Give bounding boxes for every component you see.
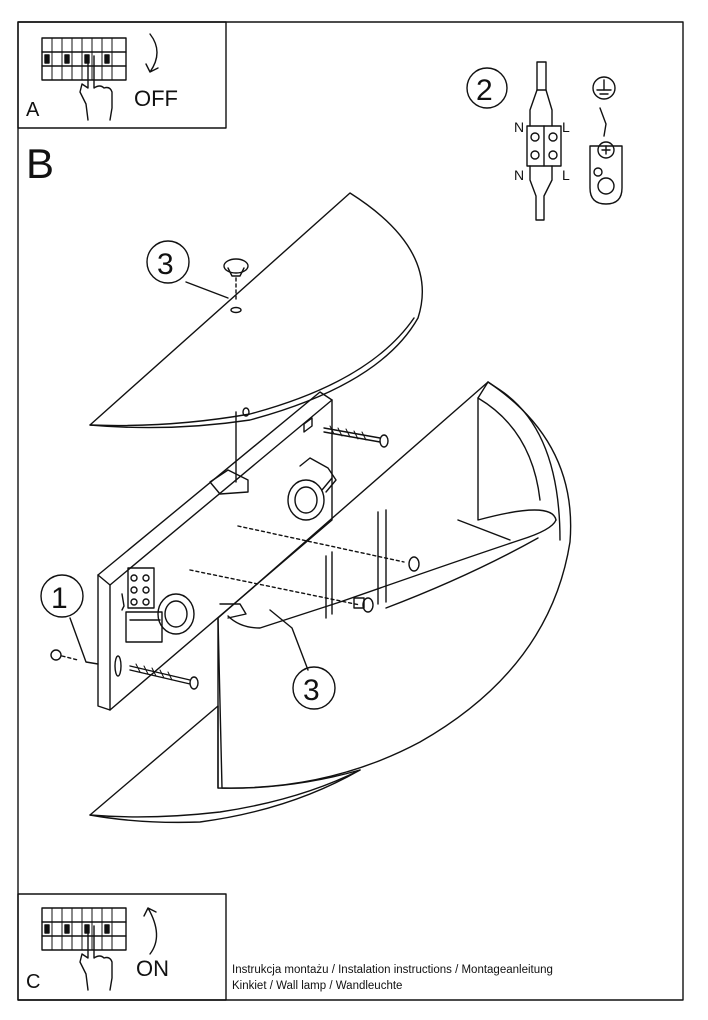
step-2-number: 2 xyxy=(476,74,493,107)
label-neutral-top: N xyxy=(514,119,524,135)
panel-a-letter: A xyxy=(26,99,40,121)
footer-caption: Instrukcja montażu / Instalation instruc… xyxy=(232,962,553,994)
page-frame xyxy=(17,21,684,1001)
wiring-diagram: 2 N L N L xyxy=(466,61,623,221)
callout-3-cap-leader xyxy=(185,281,229,299)
switch-down-arrow-icon xyxy=(145,33,159,73)
footer-line-instructions: Instrukcja montażu / Instalation instruc… xyxy=(232,964,553,976)
footer-line-product: Kinkiet / Wall lamp / Wandleuchte xyxy=(232,980,403,992)
callout-1: 1 xyxy=(51,582,68,615)
step-2-circle xyxy=(466,67,508,109)
label-neutral-bottom: N xyxy=(514,167,524,183)
panel-c: C ON xyxy=(17,893,227,1001)
shade-body xyxy=(217,381,572,789)
exploded-lamp-drawing: 3 xyxy=(40,192,572,824)
panel-a: A OFF xyxy=(17,21,227,129)
callout-3-cap: 3 xyxy=(157,248,174,281)
callout-3-cap-circle xyxy=(146,240,190,284)
callout-3-shade-circle xyxy=(292,666,336,710)
switch-up-arrow-icon xyxy=(143,907,158,955)
panel-c-frame xyxy=(17,893,227,1001)
hand-icon xyxy=(79,55,113,121)
panel-c-action: ON xyxy=(136,956,169,981)
ground-symbol-icon xyxy=(592,76,616,100)
panel-b-letter: B xyxy=(26,140,54,187)
breaker-box-icon xyxy=(41,37,127,81)
top-cap xyxy=(89,192,423,429)
callout-1-circle xyxy=(40,574,84,618)
panel-a-frame xyxy=(17,21,227,129)
label-live-top: L xyxy=(562,119,570,135)
callout-3-shade: 3 xyxy=(303,674,320,707)
lamp-holder-top xyxy=(287,457,337,521)
breaker-box-icon xyxy=(41,907,127,951)
base-terminal-block xyxy=(121,567,155,611)
bottom-cap xyxy=(89,705,361,824)
lamp-holder-bottom xyxy=(125,593,195,643)
callout-1-leader xyxy=(69,617,99,665)
panel-c-letter: C xyxy=(26,971,40,993)
panel-a-action: OFF xyxy=(134,86,178,111)
label-live-bottom: L xyxy=(562,167,570,183)
hand-icon xyxy=(79,925,113,991)
ground-terminal-icon xyxy=(589,141,623,205)
callout-3-shade-leader xyxy=(269,609,309,671)
